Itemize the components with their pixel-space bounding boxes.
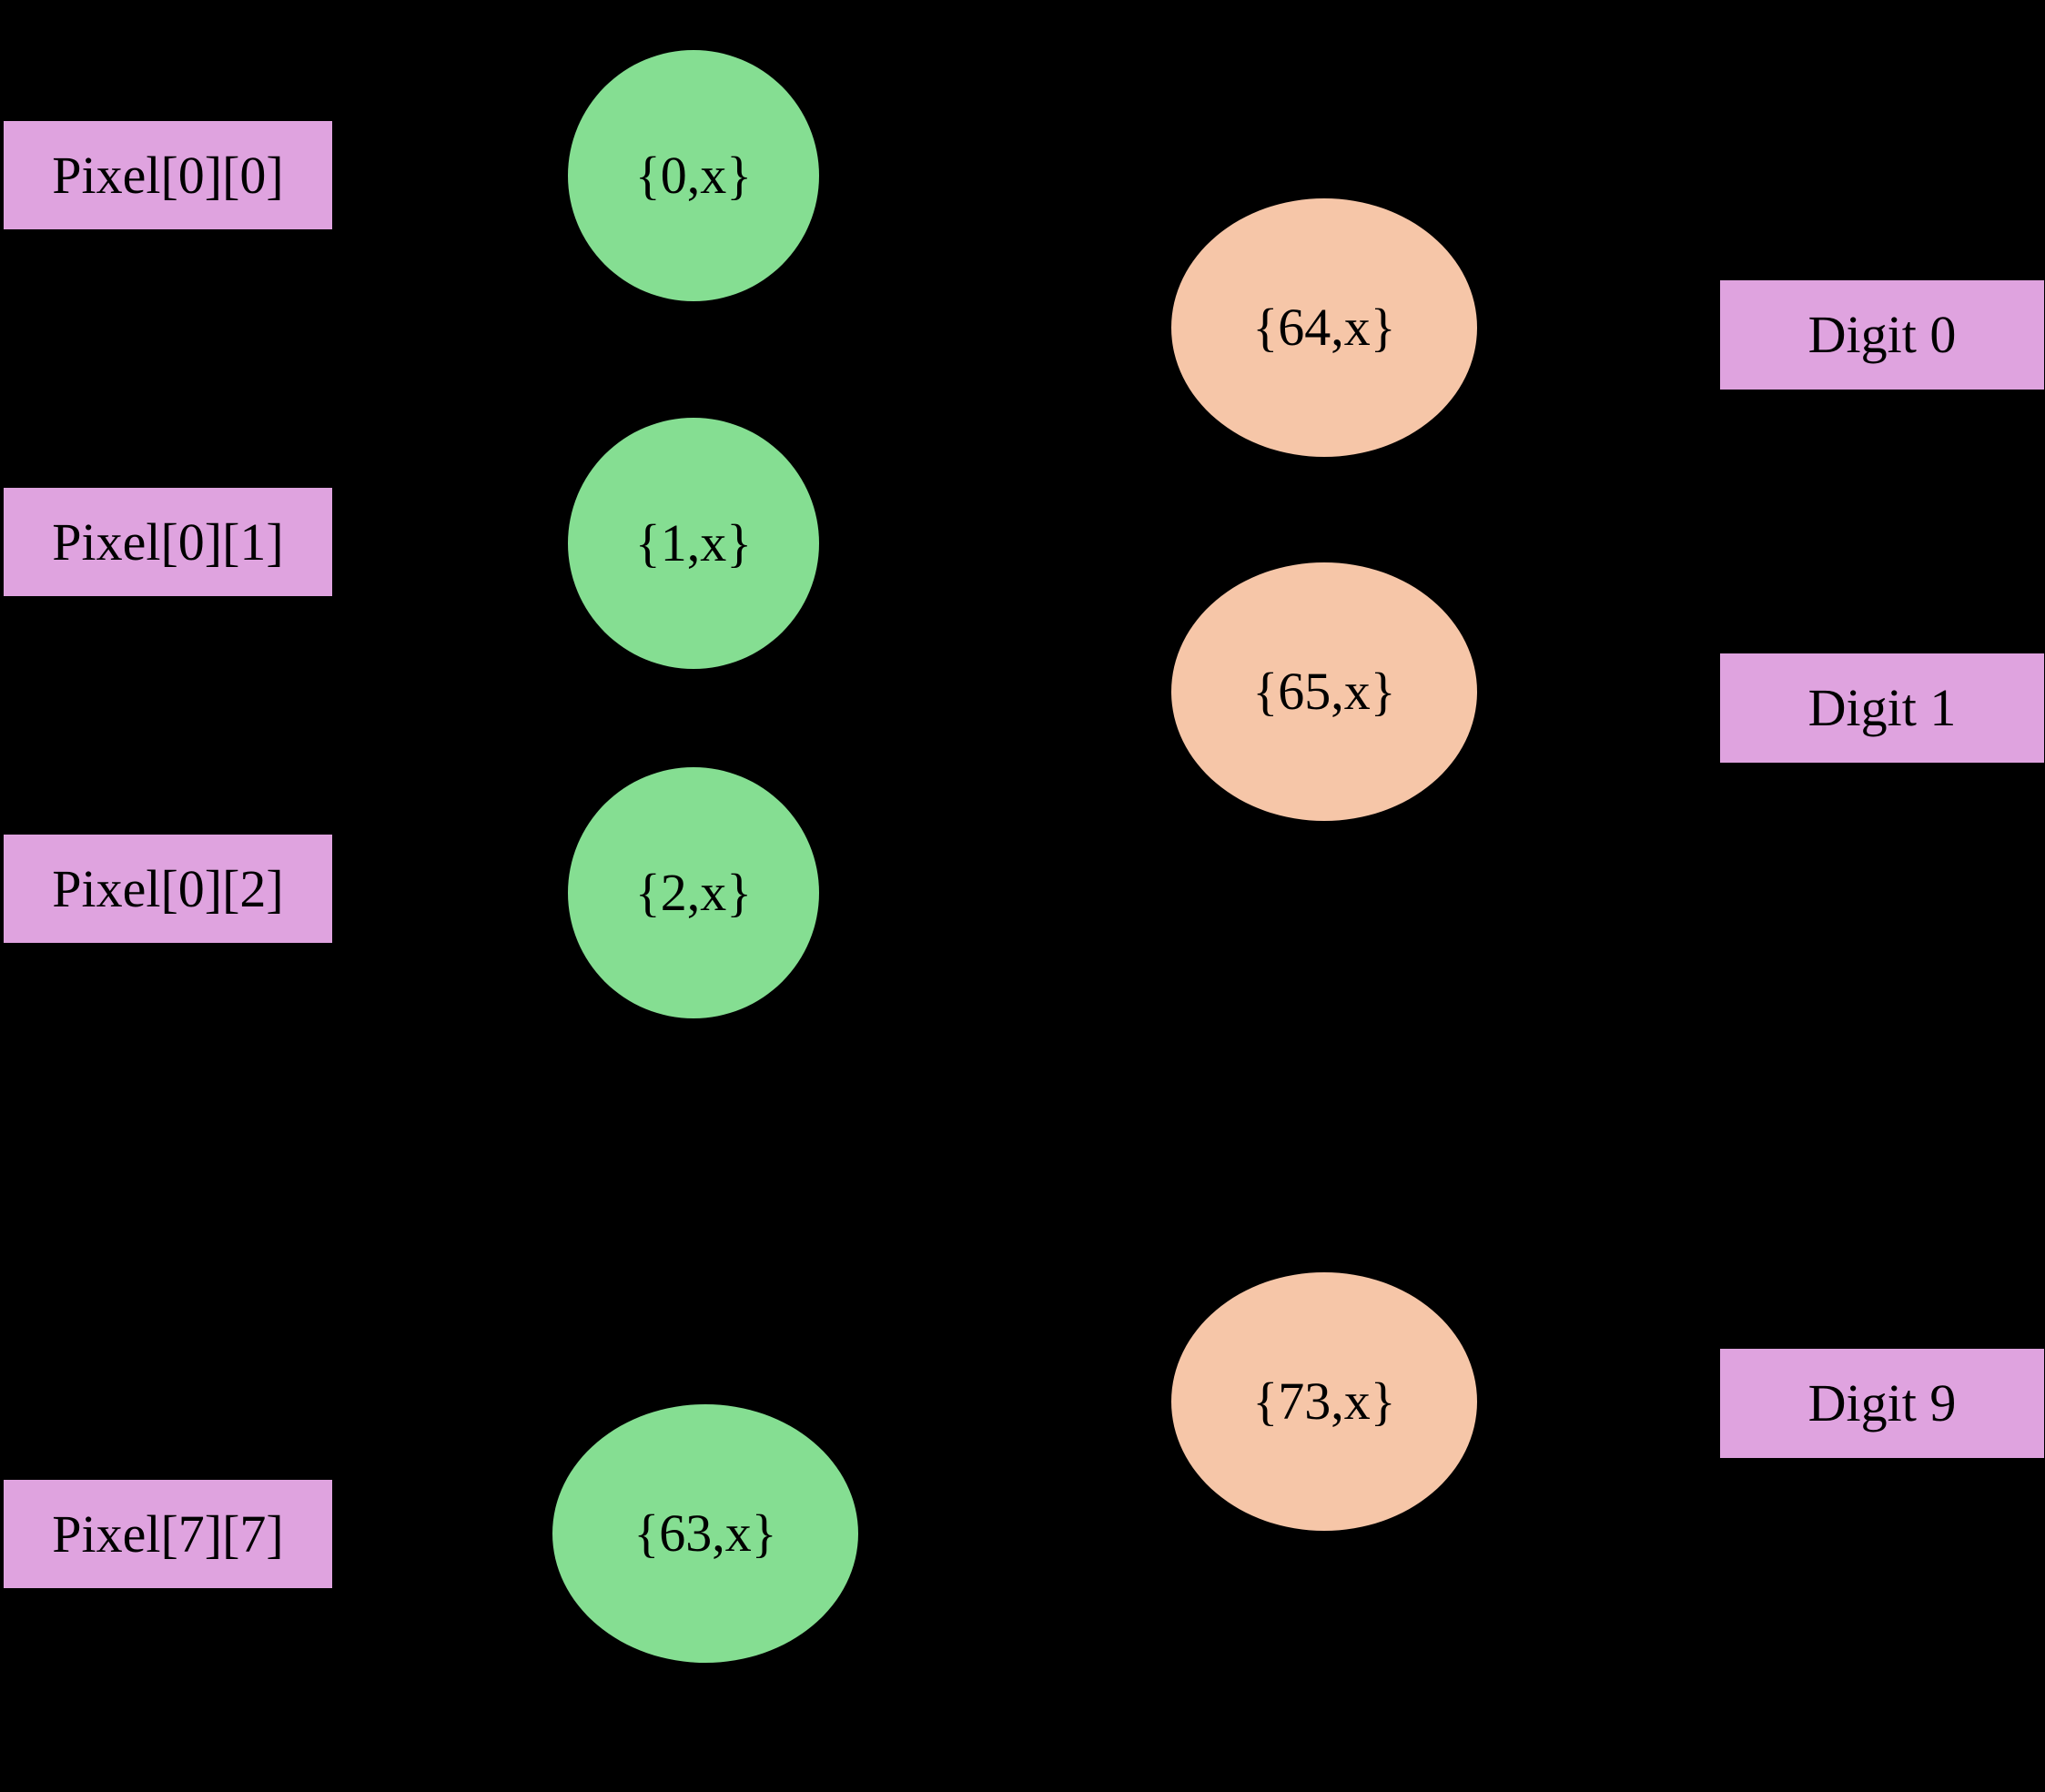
input-label-pixel-0-0: Pixel[0][0] [4,121,332,229]
input-label-pixel-0-1: Pixel[0][1] [4,488,332,596]
input-neuron-0: {0,x} [568,50,819,301]
input-neuron-1: {1,x} [568,418,819,669]
output-label-digit-9: Digit 9 [1720,1349,2044,1458]
output-neuron-64: {64,x} [1171,198,1477,457]
output-neuron-65: {65,x} [1171,562,1477,821]
output-neuron-73: {73,x} [1171,1272,1477,1531]
input-neuron-63: {63,x} [552,1404,858,1663]
output-label-digit-1: Digit 1 [1720,653,2044,763]
input-neuron-2: {2,x} [568,767,819,1018]
input-label-pixel-0-2: Pixel[0][2] [4,835,332,943]
input-label-pixel-7-7: Pixel[7][7] [4,1480,332,1588]
output-label-digit-0: Digit 0 [1720,280,2044,390]
